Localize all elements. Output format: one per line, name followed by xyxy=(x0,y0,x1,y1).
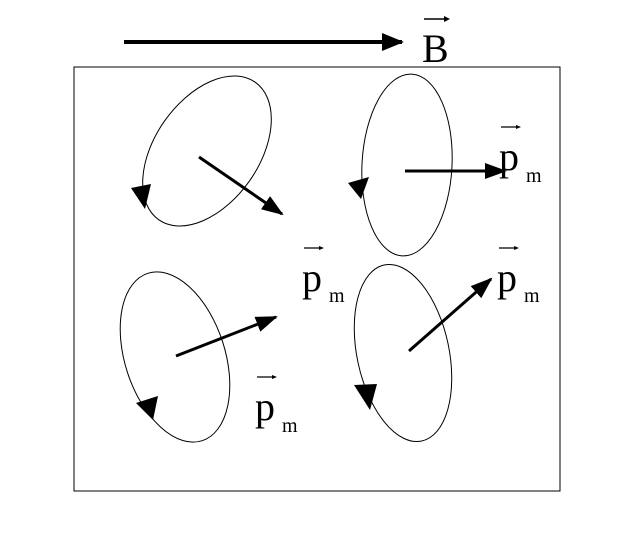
moment-subscript: m xyxy=(329,285,345,307)
moment-label-2: p m xyxy=(499,125,542,187)
moment-arrow-4 xyxy=(408,277,493,353)
moment-symbol: p xyxy=(255,384,275,429)
moment-label-3: p m xyxy=(255,375,298,437)
region-box xyxy=(73,66,561,492)
moment-symbol: p xyxy=(497,255,517,300)
current-loop-1 xyxy=(131,75,284,227)
moment-arrow-1 xyxy=(198,155,284,216)
current-loop-2 xyxy=(348,73,507,257)
field-b-symbol: B xyxy=(422,26,449,71)
current-direction-icon xyxy=(348,177,369,199)
moment-symbol: p xyxy=(302,255,322,300)
moment-subscript: m xyxy=(526,165,542,187)
moment-subscript: m xyxy=(282,415,298,437)
moment-subscript: m xyxy=(524,285,540,307)
current-loop-3 xyxy=(119,271,278,443)
moment-symbol: p xyxy=(499,134,519,179)
current-direction-icon xyxy=(136,396,158,420)
current-direction-icon xyxy=(131,184,151,209)
field-b-label: B xyxy=(422,16,450,71)
current-direction-icon xyxy=(354,384,377,410)
moment-label-1: p m xyxy=(302,246,345,307)
moment-arrow-3 xyxy=(175,315,278,358)
moment-label-4: p m xyxy=(497,246,540,307)
current-loop-4 xyxy=(353,263,493,443)
